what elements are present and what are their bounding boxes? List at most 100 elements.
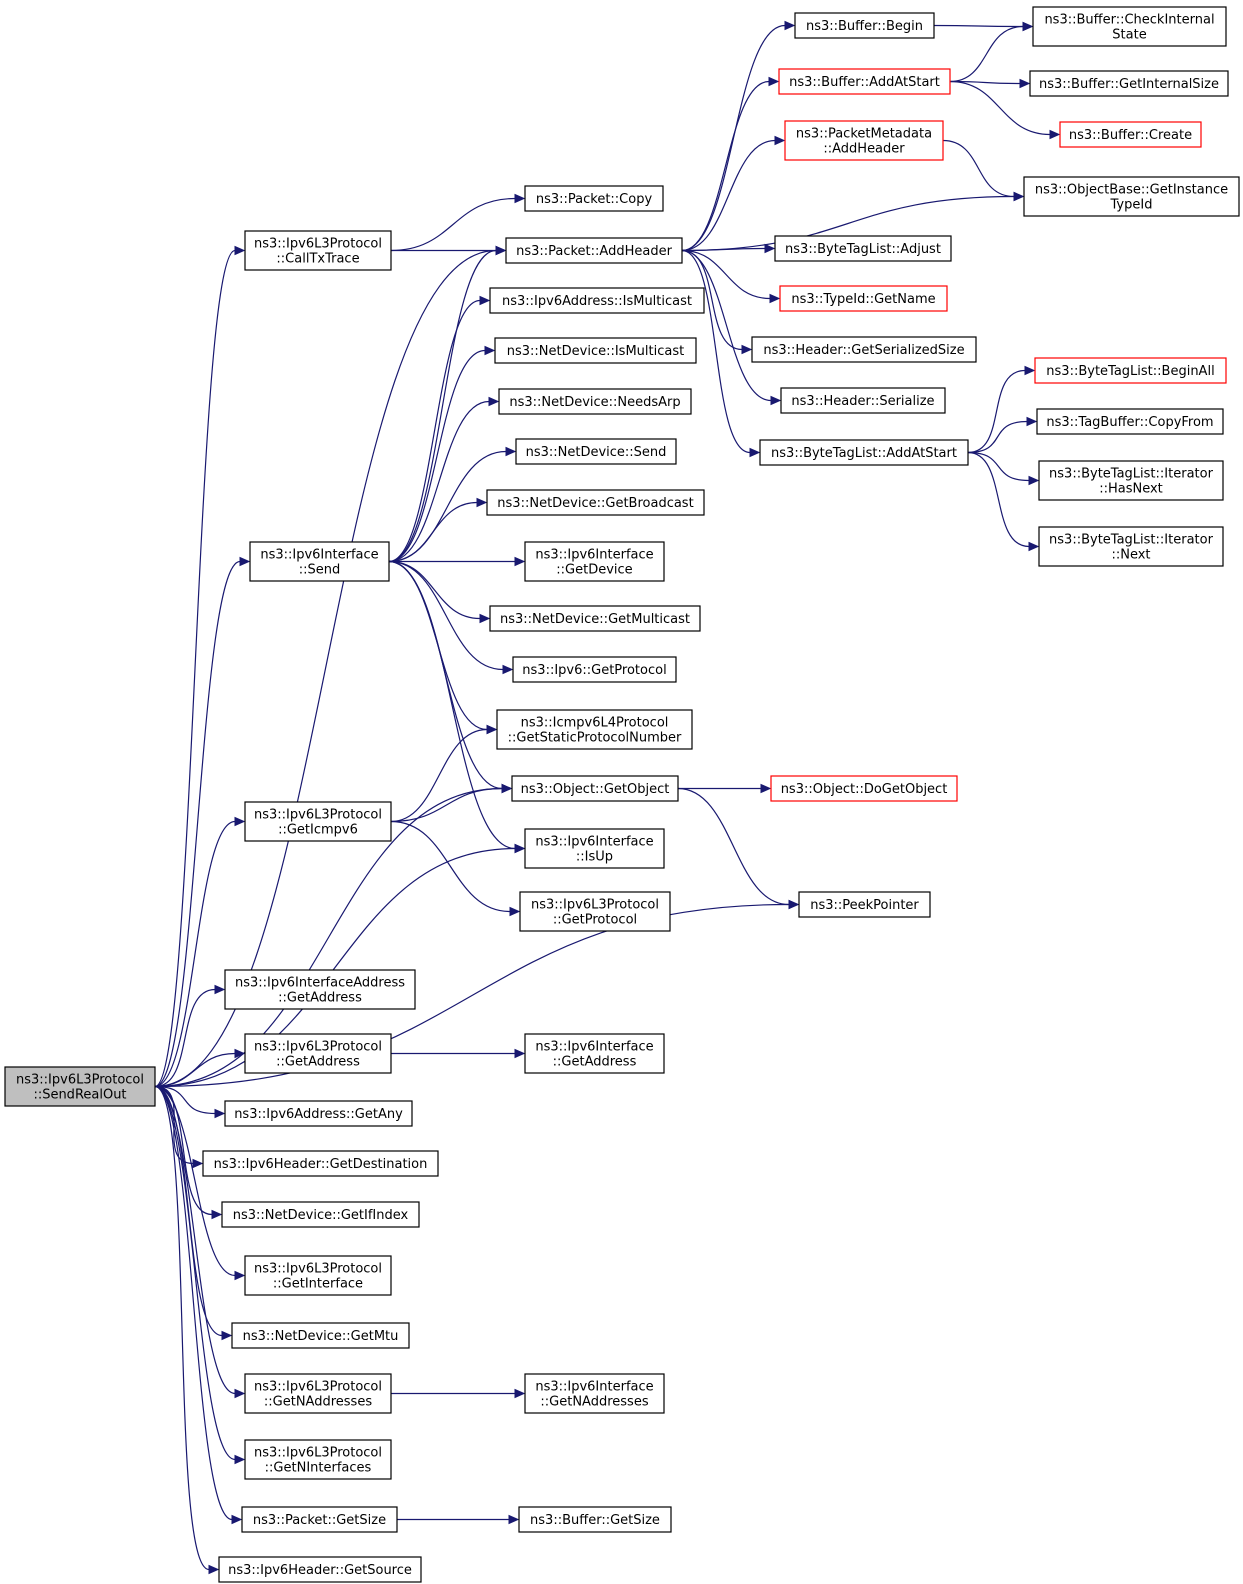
node-box[interactable]: [489, 287, 705, 314]
function-node-ndidx[interactable]: ns3::NetDevice::GetIfIndex: [221, 1201, 420, 1228]
function-node-l3nif[interactable]: ns3::Ipv6L3Protocol::GetNInterfaces: [244, 1439, 392, 1480]
node-box[interactable]: [524, 828, 665, 869]
function-node-btladj[interactable]: ns3::ByteTagList::Adjust: [774, 235, 952, 262]
function-node-psize[interactable]: ns3::Packet::GetSize: [241, 1506, 398, 1533]
function-node-bgetis[interactable]: ns3::Buffer::GetInternalSize: [1029, 70, 1229, 97]
node-box[interactable]: [244, 1373, 392, 1414]
function-node-ipv6gp[interactable]: ns3::Ipv6::GetProtocol: [512, 656, 677, 683]
function-node-baddst[interactable]: ns3::Buffer::AddAtStart: [778, 68, 951, 95]
function-node-hser[interactable]: ns3::Header::Serialize: [780, 387, 946, 414]
node-box[interactable]: [244, 1033, 392, 1074]
node-box[interactable]: [231, 1322, 410, 1349]
node-box[interactable]: [751, 336, 977, 363]
function-node-ifsend[interactable]: ns3::Ipv6Interface::Send: [249, 541, 390, 582]
node-box[interactable]: [518, 1506, 672, 1533]
node-box[interactable]: [524, 1033, 665, 1074]
function-node-tbcopy[interactable]: ns3::TagBuffer::CopyFrom: [1036, 408, 1224, 435]
node-box[interactable]: [774, 235, 952, 262]
function-node-bsize[interactable]: ns3::Buffer::GetSize: [518, 1506, 672, 1533]
function-node-calltx[interactable]: ns3::Ipv6L3Protocol::CallTxTrace: [244, 230, 392, 271]
node-box[interactable]: [778, 68, 951, 95]
node-box[interactable]: [779, 285, 948, 312]
node-box[interactable]: [486, 489, 705, 516]
node-box[interactable]: [519, 891, 671, 932]
node-box[interactable]: [798, 891, 931, 918]
function-node-hsrc[interactable]: ns3::Ipv6Header::GetSource: [218, 1556, 422, 1583]
function-node-icmpn[interactable]: ns3::Icmpv6L4Protocol::GetStaticProtocol…: [496, 709, 693, 750]
node-box[interactable]: [512, 656, 677, 683]
function-node-l3if[interactable]: ns3::Ipv6L3Protocol::GetInterface: [244, 1255, 392, 1296]
function-node-ndgmc[interactable]: ns3::NetDevice::GetMulticast: [489, 605, 701, 632]
node-box[interactable]: [1036, 408, 1224, 435]
node-box[interactable]: [241, 1506, 398, 1533]
function-node-btlbeg[interactable]: ns3::ByteTagList::BeginAll: [1034, 357, 1227, 384]
function-node-pmeta[interactable]: ns3::PacketMetadata::AddHeader: [784, 120, 944, 161]
node-box[interactable]: [524, 185, 664, 212]
node-box[interactable]: [794, 12, 935, 39]
function-node-bbegin[interactable]: ns3::Buffer::Begin: [794, 12, 935, 39]
function-node-ndbc[interactable]: ns3::NetDevice::GetBroadcast: [486, 489, 705, 516]
function-node-ifaddr[interactable]: ns3::Ipv6InterfaceAddress::GetAddress: [224, 969, 416, 1010]
function-node-v6mc[interactable]: ns3::Ipv6Address::IsMulticast: [489, 287, 705, 314]
node-box[interactable]: [498, 388, 692, 415]
function-node-objdo[interactable]: ns3::Object::DoGetObject: [770, 775, 958, 802]
function-node-hgss[interactable]: ns3::Header::GetSerializedSize: [751, 336, 977, 363]
node-box[interactable]: [524, 541, 665, 582]
node-box[interactable]: [511, 775, 679, 802]
node-box[interactable]: [249, 541, 390, 582]
node-box[interactable]: [202, 1150, 439, 1177]
node-box[interactable]: [4, 1066, 156, 1107]
function-node-l3gp[interactable]: ns3::Ipv6L3Protocol::GetProtocol: [519, 891, 671, 932]
function-node-pcopy[interactable]: ns3::Packet::Copy: [524, 185, 664, 212]
node-box[interactable]: [494, 337, 697, 364]
function-node-ifdev[interactable]: ns3::Ipv6Interface::GetDevice: [524, 541, 665, 582]
node-box[interactable]: [1029, 70, 1229, 97]
function-node-root[interactable]: ns3::Ipv6L3Protocol::SendRealOut: [4, 1066, 156, 1107]
node-box[interactable]: [244, 230, 392, 271]
node-box[interactable]: [780, 387, 946, 414]
node-box[interactable]: [524, 1373, 665, 1414]
node-box[interactable]: [1038, 526, 1224, 567]
node-box[interactable]: [221, 1201, 420, 1228]
node-box[interactable]: [784, 120, 944, 161]
node-box[interactable]: [244, 801, 392, 842]
node-box[interactable]: [505, 237, 683, 264]
function-node-ndmc[interactable]: ns3::NetDevice::IsMulticast: [494, 337, 697, 364]
function-node-v6any[interactable]: ns3::Ipv6Address::GetAny: [224, 1100, 413, 1127]
node-box[interactable]: [1059, 121, 1202, 148]
node-box[interactable]: [489, 605, 701, 632]
node-box[interactable]: [496, 709, 693, 750]
function-node-typeid[interactable]: ns3::TypeId::GetName: [779, 285, 948, 312]
node-box[interactable]: [515, 438, 677, 465]
node-box[interactable]: [224, 969, 416, 1010]
function-node-ndsend[interactable]: ns3::NetDevice::Send: [515, 438, 677, 465]
function-node-paddh[interactable]: ns3::Packet::AddHeader: [505, 237, 683, 264]
function-node-peek[interactable]: ns3::PeekPointer: [798, 891, 931, 918]
node-box[interactable]: [244, 1255, 392, 1296]
function-node-itnx[interactable]: ns3::ByteTagList::Iterator::Next: [1038, 526, 1224, 567]
function-node-objget[interactable]: ns3::Object::GetObject: [511, 775, 679, 802]
function-node-bcreate[interactable]: ns3::Buffer::Create: [1059, 121, 1202, 148]
function-node-l3naddr[interactable]: ns3::Ipv6L3Protocol::GetNAddresses: [244, 1373, 392, 1414]
function-node-geticmp[interactable]: ns3::Ipv6L3Protocol::GetIcmpv6: [244, 801, 392, 842]
function-node-l3addr[interactable]: ns3::Ipv6L3Protocol::GetAddress: [244, 1033, 392, 1074]
node-box[interactable]: [1023, 176, 1240, 217]
function-node-ifgaddr[interactable]: ns3::Ipv6Interface::GetAddress: [524, 1033, 665, 1074]
function-node-itnext[interactable]: ns3::ByteTagList::Iterator::HasNext: [1038, 460, 1224, 501]
node-box[interactable]: [218, 1556, 422, 1583]
node-box[interactable]: [244, 1439, 392, 1480]
node-box[interactable]: [224, 1100, 413, 1127]
node-box[interactable]: [1032, 6, 1227, 47]
node-box[interactable]: [770, 775, 958, 802]
node-box[interactable]: [1034, 357, 1227, 384]
function-node-btladd[interactable]: ns3::ByteTagList::AddAtStart: [759, 439, 969, 466]
node-box[interactable]: [759, 439, 969, 466]
function-node-ndmtu[interactable]: ns3::NetDevice::GetMtu: [231, 1322, 410, 1349]
node-box[interactable]: [1038, 460, 1224, 501]
function-node-ifup[interactable]: ns3::Ipv6Interface::IsUp: [524, 828, 665, 869]
function-node-hdst[interactable]: ns3::Ipv6Header::GetDestination: [202, 1150, 439, 1177]
function-node-ndarp[interactable]: ns3::NetDevice::NeedsArp: [498, 388, 692, 415]
function-node-ifnaddr[interactable]: ns3::Ipv6Interface::GetNAddresses: [524, 1373, 665, 1414]
